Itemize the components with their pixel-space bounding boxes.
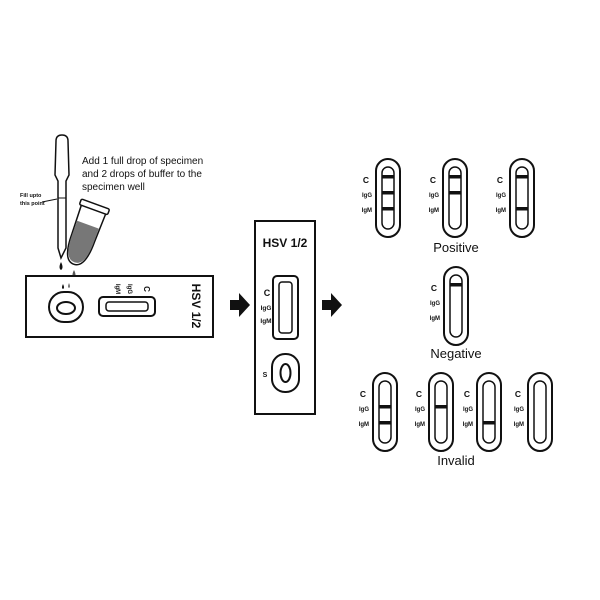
arrow-right-icon [322,293,342,317]
igg-line-label: IgG [496,193,506,199]
igg-line-label: IgG [430,301,440,307]
invalid-strip-1: C IgG IgM [359,372,398,452]
negative-results: C IgG IgM [430,266,469,346]
invalid-strip-4: C IgG IgM [514,372,553,452]
horizontal-drop-icons [62,283,70,289]
invalid-strip-2: C IgG IgM [415,372,454,452]
igg-test-line [379,405,391,409]
c-test-line [382,175,394,179]
negative-label: Negative [430,346,481,361]
igm-line-label: IgM [463,422,473,428]
c-line-label: C [416,389,422,399]
invalid-label: Invalid [437,453,475,468]
igg-line-label: IgG [359,407,369,413]
invalid-strip-3: C IgG IgM [463,372,502,452]
result-window [105,301,149,312]
negative-strip-1: C IgG IgM [430,266,469,346]
igm-test-line [382,207,394,211]
arrow-right-icon [230,293,250,317]
c-test-line [516,175,528,179]
horizontal-cassette [25,275,214,338]
strip-window [378,380,392,444]
positive-results: C IgG IgM C IgG IgM C IgG IgM [362,158,535,238]
c-line-label: C [497,175,503,185]
c-test-line [450,283,462,287]
strip-window [448,166,462,230]
igm-line-label: IgM [362,208,372,214]
positive-label: Positive [433,240,479,255]
igm-test-line [379,421,391,425]
igg-test-line [382,191,394,195]
positive-strip-1: C IgG IgM [362,158,401,238]
fill-line-arrow [41,198,58,203]
specimen-well [56,301,76,315]
strip-window [449,274,463,338]
vertical-cassette [254,220,316,415]
c-line-label: C [360,389,366,399]
instruction-text: Add 1 full drop of specimen and 2 drops … [82,156,206,193]
igg-test-line [449,191,461,195]
igg-line-label: IgG [362,193,372,199]
vertical-c-label: C [264,288,271,298]
c-line-label: C [515,389,521,399]
vertical-cassette-name: HSV 1/2 [263,236,308,250]
fill-upto-note: Fill upto this point [20,193,45,207]
igm-line-label: IgM [415,422,425,428]
vertical-igg-label: IgG [261,305,272,312]
igm-line-label: IgM [496,208,506,214]
igg-test-line [435,405,447,409]
buffer-tube [66,198,110,266]
horizontal-igg-label: IgG [126,284,132,294]
c-line-label: C [430,175,436,185]
igg-line-label: IgG [463,407,473,413]
igg-line-label: IgG [514,407,524,413]
positive-strip-3: C IgG IgM [496,158,535,238]
horizontal-c-label: C [142,286,151,292]
igm-line-label: IgM [429,208,439,214]
igm-line-label: IgM [359,422,369,428]
c-line-label: C [363,175,369,185]
vertical-s-label: S [263,372,268,379]
positive-strip-2: C IgG IgM [429,158,468,238]
igm-line-label: IgM [430,316,440,322]
strip-window [482,380,496,444]
drop-icon [59,262,63,270]
c-line-label: C [431,283,437,293]
strip-window [515,166,529,230]
igm-line-label: IgM [514,422,524,428]
sample-well [279,363,292,383]
pipette [54,134,70,261]
strip-window [434,380,448,444]
invalid-results: C IgG IgM C IgG IgM C IgG IgM C IgG IgM [359,372,553,452]
c-line-label: C [464,389,470,399]
igm-test-line [516,207,528,211]
c-test-line [449,175,461,179]
horizontal-cassette-name: HSV 1/2 [189,284,203,329]
igg-line-label: IgG [415,407,425,413]
igm-test-line [483,421,495,425]
strip-window [381,166,395,230]
horizontal-igm-label: IgM [114,284,120,294]
strip-window [533,380,547,444]
vertical-igm-label: IgM [260,318,271,325]
result-window [278,281,293,334]
igg-line-label: IgG [429,193,439,199]
